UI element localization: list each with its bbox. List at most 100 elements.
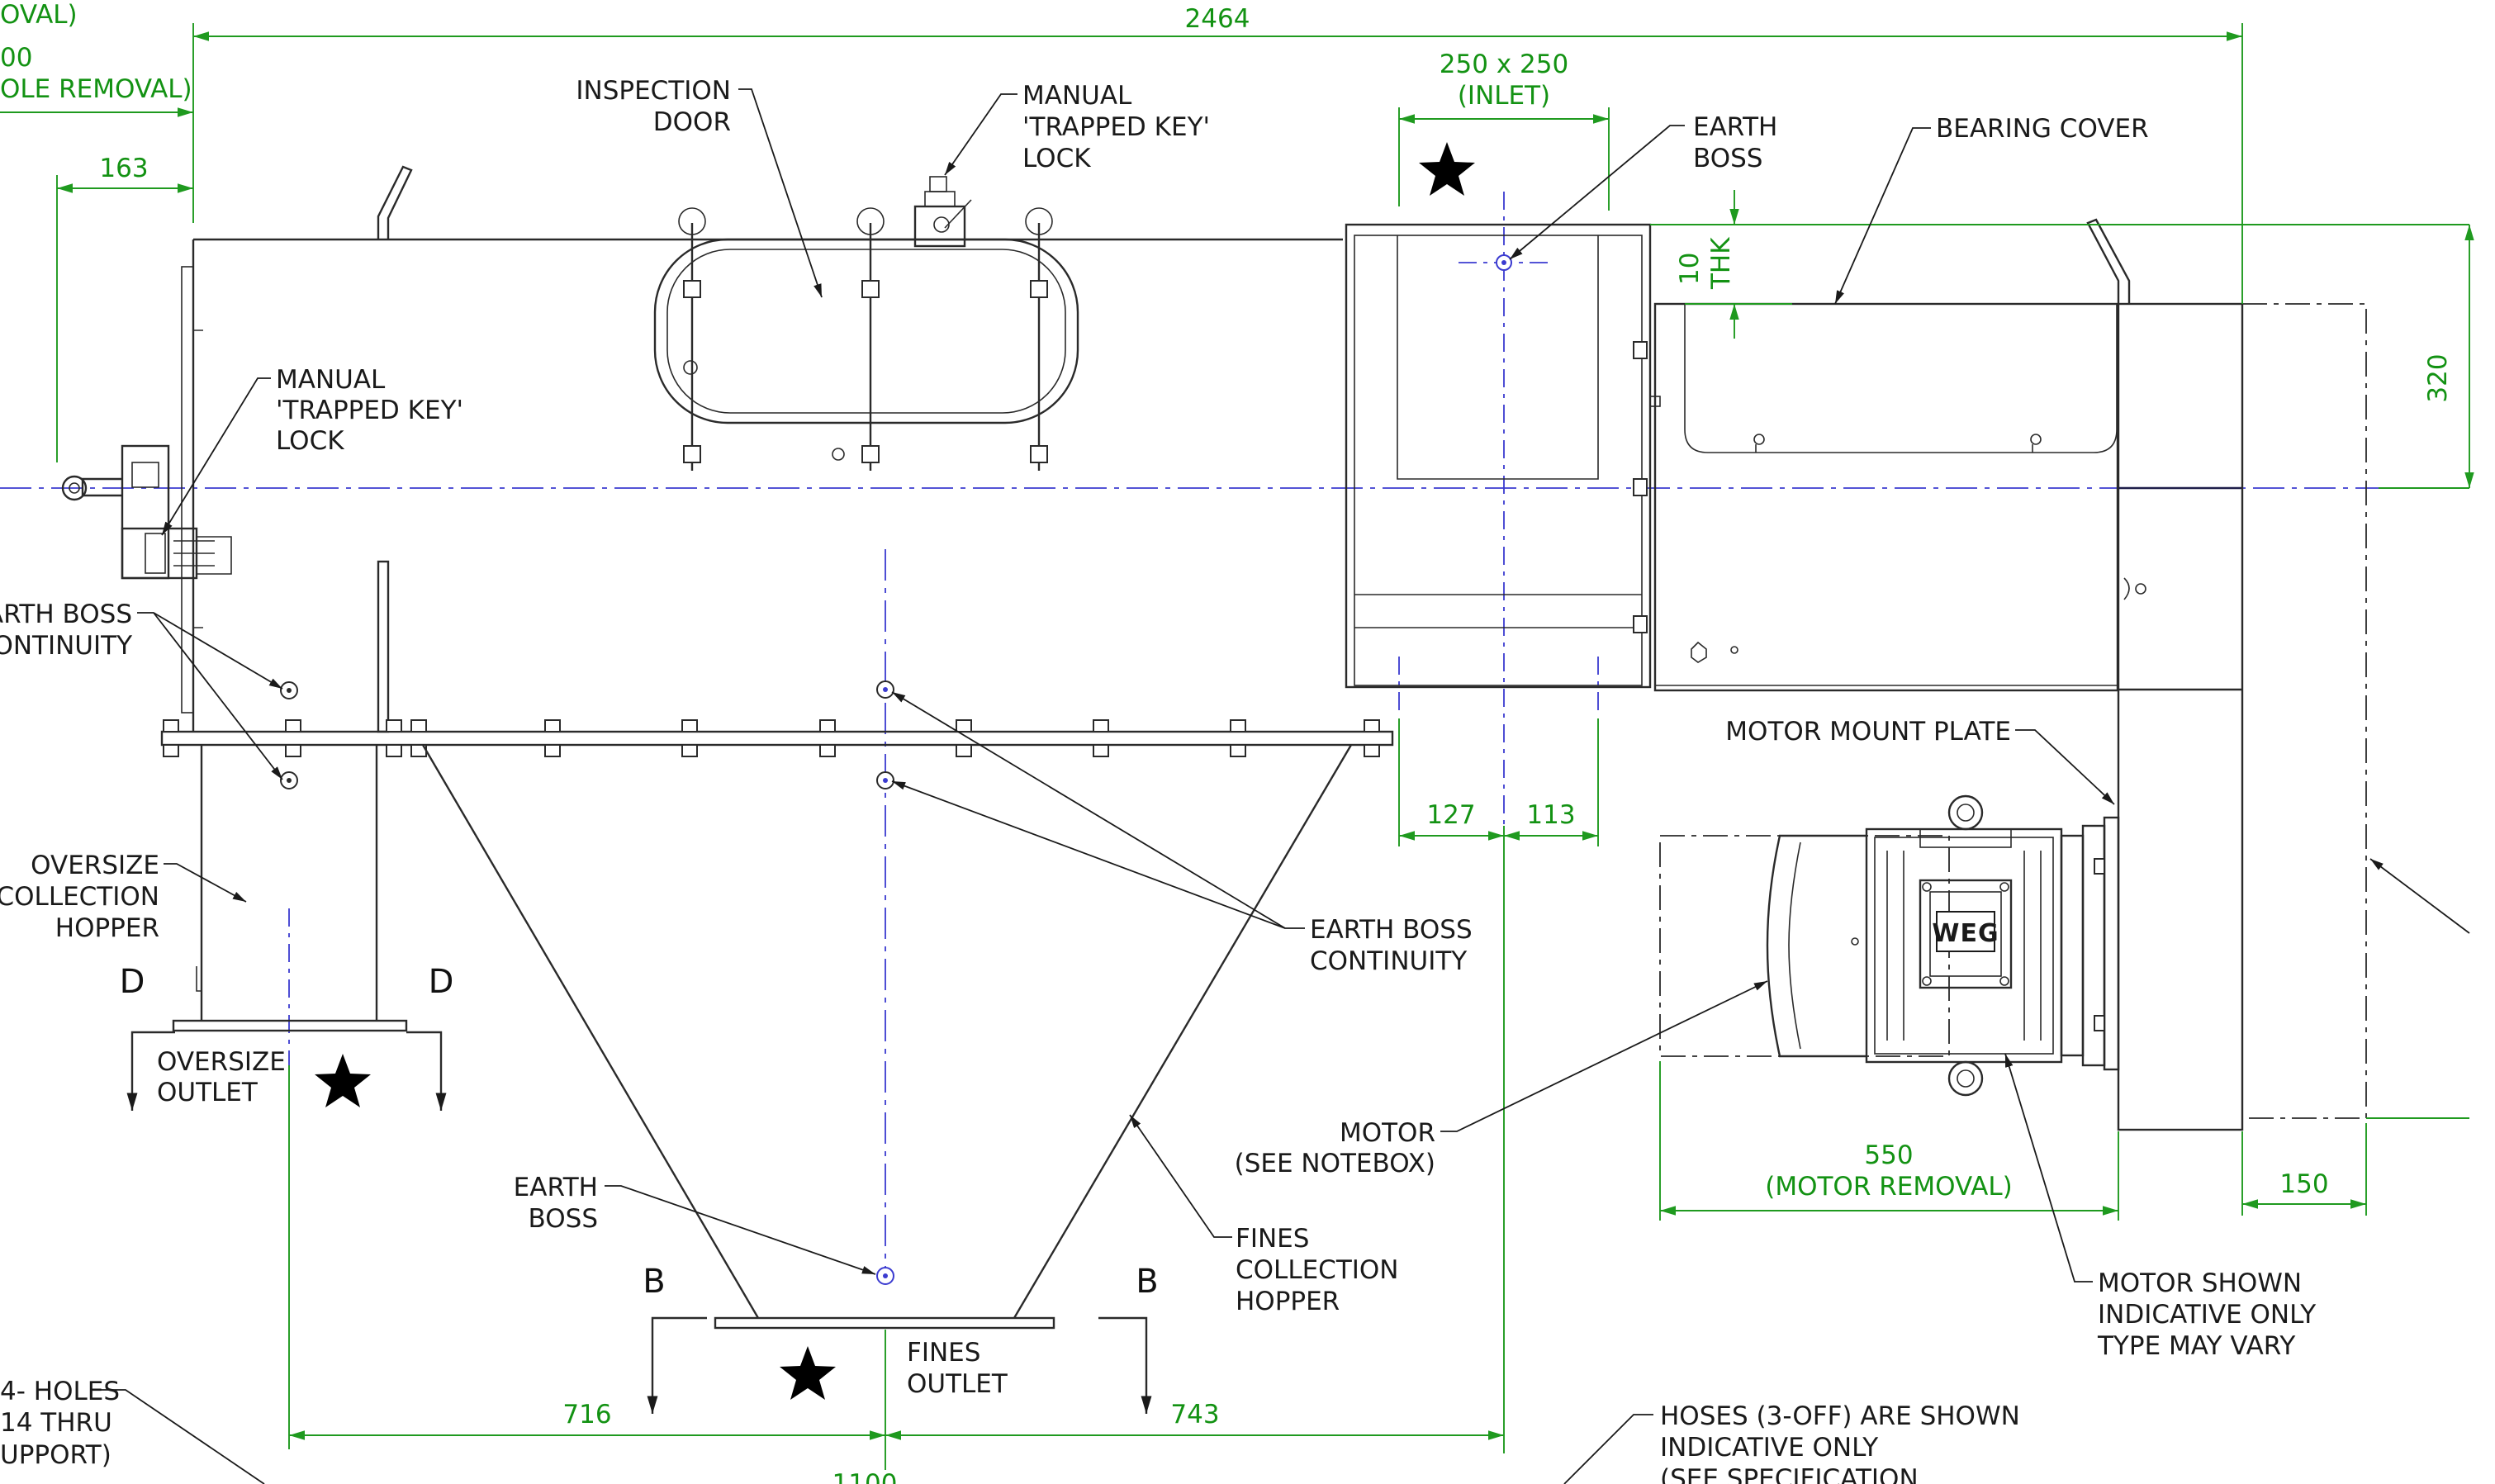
dim-113: 113 — [1526, 800, 1575, 830]
label-lock-top-l3: LOCK — [1022, 144, 1091, 173]
dim-163: 163 — [99, 154, 148, 183]
hose-stub — [2086, 218, 2131, 304]
section-b-right: B — [1136, 1263, 1158, 1301]
leader-fines-hopper — [1129, 1114, 1232, 1238]
label-hoses-l3: (SEE SPECIFICATION — [1660, 1464, 1919, 1484]
section-markers: D D B B — [120, 963, 1159, 1414]
dim-thk-value: 10 — [1675, 253, 1705, 285]
motor: WEG — [1659, 794, 2120, 1097]
label-oversize-outlet-l1: OVERSIZE — [157, 1047, 286, 1077]
leader-holes — [101, 1389, 265, 1484]
label-oversize-hopper-l3: HOPPER — [55, 913, 159, 943]
oversize-outlet-flange — [172, 1019, 408, 1032]
label-motor-shown-l3: TYPE MAY VARY — [2097, 1331, 2295, 1361]
fines-hopper — [421, 680, 1353, 1330]
label-earth-boss-left-l1: EARTH BOSS — [0, 600, 132, 629]
end-flange — [181, 266, 194, 714]
leader-hose-right — [2369, 858, 2470, 934]
screener-body — [160, 165, 2131, 747]
leader-lines — [101, 88, 2470, 1484]
leader-motor-mount-plate — [2015, 729, 2115, 805]
label-oversize-outlet-l2: OUTLET — [157, 1078, 259, 1107]
label-earth-boss-top-l1: EARTH — [1693, 112, 1777, 142]
label-earth-boss-continuity-l2: CONTINUITY — [1310, 946, 1467, 976]
bottom-flange-rail — [160, 730, 1394, 747]
leader-motor — [1440, 980, 1768, 1132]
section-d-right: D — [429, 963, 454, 1001]
star-inlet-marker — [1419, 142, 1475, 196]
hose-clearance-envelope — [2241, 303, 2367, 1119]
oversize-hopper — [172, 681, 408, 1032]
star-fines-outlet-marker — [780, 1346, 836, 1400]
label-oversize-hopper-l2: COLLECTION — [0, 882, 159, 912]
oversize-baffle — [377, 560, 390, 733]
label-fines-outlet-l1: FINES — [907, 1338, 980, 1368]
label-fines-hopper-l2: COLLECTION — [1236, 1255, 1399, 1285]
lifting-eye-top — [1947, 794, 1984, 831]
label-earth-boss-top-l2: BOSS — [1693, 144, 1762, 173]
motor-logo-plate — [1936, 911, 1995, 952]
leader-earth-boss-left-b — [153, 612, 283, 780]
bearing-housing — [1653, 302, 2367, 1131]
fines-outlet-flange — [714, 1316, 1055, 1330]
label-inspection-door-l2: DOOR — [653, 107, 731, 137]
label-oversize-hopper-l1: OVERSIZE — [31, 851, 159, 880]
inspection-door — [653, 207, 1079, 471]
leader-earth-boss-top — [1509, 125, 1685, 260]
dim-oval-fragment: OVAL) — [0, 0, 78, 30]
label-motor-mount-plate: MOTOR MOUNT PLATE — [1725, 717, 2011, 747]
dim-150: 150 — [2279, 1169, 2328, 1199]
label-fines-outlet-l2: OUTLET — [907, 1369, 1008, 1399]
dim-716: 716 — [562, 1400, 611, 1429]
leader-lock-left — [161, 377, 271, 536]
label-earth-boss-bottom-l2: BOSS — [529, 1204, 598, 1234]
label-lock-left-l2: 'TRAPPED KEY' — [276, 396, 463, 425]
dim-743: 743 — [1170, 1400, 1219, 1429]
label-hoses-l1: HOSES (3-OFF) ARE SHOWN — [1660, 1401, 2020, 1431]
leader-oversize-hopper — [164, 863, 247, 903]
inlet-opening — [1397, 235, 1599, 480]
dim-ole-removal-fragment: OLE REMOVAL) — [0, 74, 192, 104]
label-hoses-l2: INDICATIVE ONLY — [1660, 1433, 1878, 1463]
callouts: INSPECTION DOOR MANUAL 'TRAPPED KEY' LOC… — [0, 76, 2316, 1484]
bearing-housing-outer — [1653, 302, 2119, 692]
leader-lock-top — [944, 93, 1017, 176]
lifting-eye-bottom — [1947, 1060, 1984, 1097]
label-earth-boss-continuity-l1: EARTH BOSS — [1310, 915, 1473, 945]
drive-end-panel — [2117, 302, 2244, 1131]
label-lock-left-l1: MANUAL — [276, 365, 386, 395]
terminal-box — [1919, 879, 2013, 989]
label-fines-hopper-l1: FINES — [1236, 1224, 1309, 1254]
leader-hoses — [1563, 1414, 1653, 1484]
hose-stub — [377, 165, 413, 239]
flange-bolts — [163, 719, 1380, 757]
trapped-key-lock-top — [913, 176, 972, 248]
dim-thk-unit: THK — [1706, 237, 1736, 290]
trapped-key-lock-left — [61, 444, 232, 580]
label-earth-boss-bottom-l1: EARTH — [514, 1173, 598, 1202]
label-lock-top-l1: MANUAL — [1022, 81, 1132, 111]
label-motor-l1: MOTOR — [1340, 1118, 1435, 1148]
label-holes-l3: UPPORT) — [0, 1440, 111, 1470]
dim-1100: 1100 — [832, 1469, 898, 1484]
leader-earth-boss-bottom — [605, 1185, 876, 1275]
label-bearing-cover: BEARING COVER — [1936, 114, 2149, 144]
leader-bearing-cover — [1834, 127, 1931, 305]
section-b-left: B — [643, 1263, 665, 1301]
label-lock-top-l2: 'TRAPPED KEY' — [1022, 112, 1210, 142]
label-earth-boss-left-l2: ONTINUITY — [0, 631, 132, 661]
motor-logo-text: WEG — [1932, 919, 1999, 948]
star-oversize-outlet-marker — [315, 1054, 371, 1107]
section-d-left: D — [120, 963, 145, 1001]
leader-motor-shown — [2004, 1053, 2093, 1282]
centerlines — [0, 192, 2469, 1284]
leader-earth-boss-left-a — [137, 612, 283, 690]
dim-550: 550 — [1864, 1140, 1913, 1170]
label-fines-hopper-l3: HOPPER — [1236, 1287, 1340, 1316]
label-holes-l1: 4- HOLES — [0, 1377, 120, 1406]
label-motor-l2: (SEE NOTEBOX) — [1235, 1149, 1435, 1178]
leader-continuity-b — [891, 780, 1286, 929]
leader-inspection-door — [738, 88, 823, 298]
label-motor-shown-l2: INDICATIVE ONLY — [2098, 1300, 2316, 1330]
